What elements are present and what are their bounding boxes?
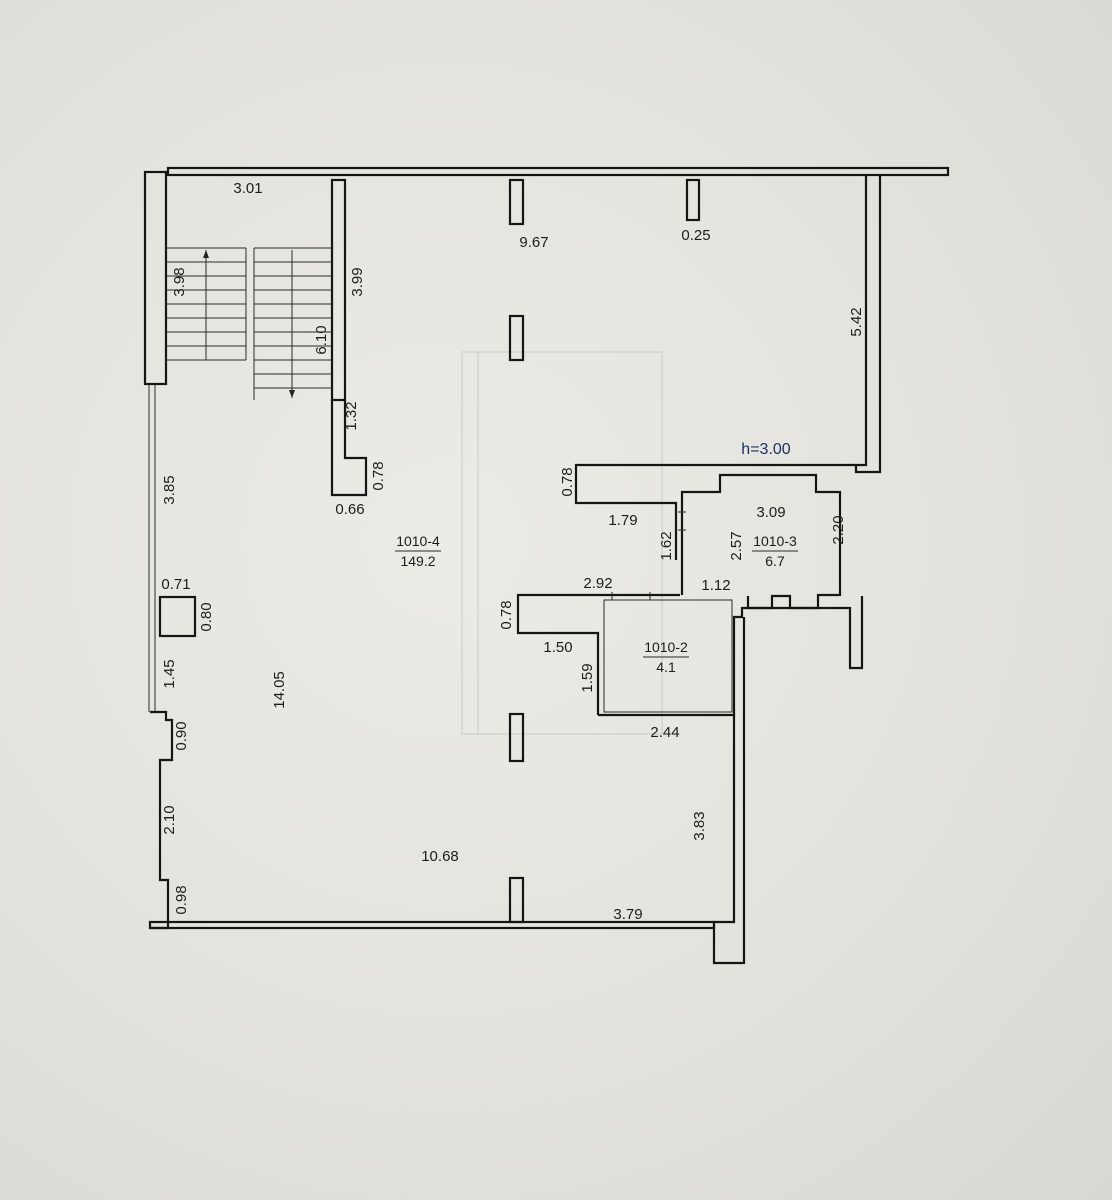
ghost-outline <box>461 351 663 735</box>
dimension-label: 1.45 <box>161 659 178 688</box>
background-traces <box>461 351 663 735</box>
stair-arrow-down-icon <box>289 390 295 398</box>
room-1010-3-number: 1010-3 <box>753 533 797 549</box>
stair-arrow-up-icon <box>203 250 209 258</box>
dimension-label: 1.12 <box>701 577 730 594</box>
dimension-label: 2.20 <box>830 515 847 544</box>
bathroom-1010-3-walls <box>680 473 842 610</box>
stair-wall <box>330 178 347 402</box>
room-1010-2-inner <box>603 599 733 713</box>
top-wall <box>166 166 950 177</box>
dimension-label: 0.78 <box>370 461 387 490</box>
stair-treads <box>166 247 332 400</box>
stair-wall-end <box>330 400 368 497</box>
room-1010-4-area: 149.2 <box>400 553 435 569</box>
dimension-label: 14.05 <box>271 671 288 709</box>
dimension-label: 0.80 <box>198 602 215 631</box>
dimension-label: 3.83 <box>691 811 708 840</box>
column <box>508 876 525 924</box>
dimension-label: 3.99 <box>349 267 366 296</box>
dimension-label: 0.71 <box>161 576 190 593</box>
dimension-label: 9.67 <box>519 234 548 251</box>
dimension-label: 3.01 <box>233 180 262 197</box>
room-1010-4-number: 1010-4 <box>396 533 440 549</box>
dimension-label: 3.85 <box>161 475 178 504</box>
dimension-label: 0.25 <box>681 227 710 244</box>
column <box>508 314 525 362</box>
room-1010-2-number: 1010-2 <box>644 639 688 655</box>
left-wall-upper <box>143 170 168 386</box>
staircase <box>166 178 368 497</box>
room-1010-2-walls <box>598 596 864 717</box>
dimension-label: 0.98 <box>173 885 190 914</box>
dimension-label: 3.09 <box>756 504 785 521</box>
dimension-label: 2.92 <box>583 575 612 592</box>
dimension-label: 1.50 <box>543 639 572 656</box>
column <box>508 712 525 763</box>
dimension-labels: 3.01 9.67 0.25 0.66 1.79 3.09 1.12 2.92 … <box>161 180 785 923</box>
dimension-label: 1.59 <box>579 663 596 692</box>
dimension-label: 1.32 <box>343 401 360 430</box>
room-labels: 1010-4 149.2 1010-3 6.7 1010-2 4.1 h=3.0… <box>395 441 798 675</box>
room-1010-2-area: 4.1 <box>656 659 676 675</box>
column <box>685 178 701 222</box>
dimension-label: 3.79 <box>613 906 642 923</box>
dimension-label: 0.78 <box>498 600 515 629</box>
dimension-label: 3.98 <box>171 267 188 296</box>
dimension-label: 1.79 <box>608 512 637 529</box>
dimension-label: 1.62 <box>658 531 675 560</box>
dimension-label: 2.10 <box>161 805 178 834</box>
inner-walls <box>516 463 864 965</box>
dimension-label: 2.57 <box>728 531 745 560</box>
dimension-label: 10.68 <box>421 848 459 865</box>
dimension-label: 6.10 <box>313 325 330 354</box>
exterior-walls <box>143 166 950 930</box>
ceiling-height-label: h=3.00 <box>741 441 790 458</box>
columns <box>158 178 701 924</box>
dimension-label: 2.44 <box>650 724 679 741</box>
dimension-label: 0.90 <box>173 721 190 750</box>
dimension-label: 0.66 <box>335 501 364 518</box>
room-1010-3-area: 6.7 <box>765 553 785 569</box>
left-wall-lower <box>150 710 174 930</box>
upper-partition <box>574 463 856 560</box>
lower-partition <box>516 593 680 715</box>
column-pier <box>158 595 197 638</box>
right-wall <box>854 175 882 474</box>
column <box>508 178 525 226</box>
right-lower-wall <box>712 617 746 965</box>
vertical-dimension-labels: 3.98 3.99 6.10 5.42 1.32 0.78 3.85 0.78 … <box>161 267 865 914</box>
dimension-label: 0.78 <box>559 467 576 496</box>
dimension-label: 5.42 <box>848 307 865 336</box>
